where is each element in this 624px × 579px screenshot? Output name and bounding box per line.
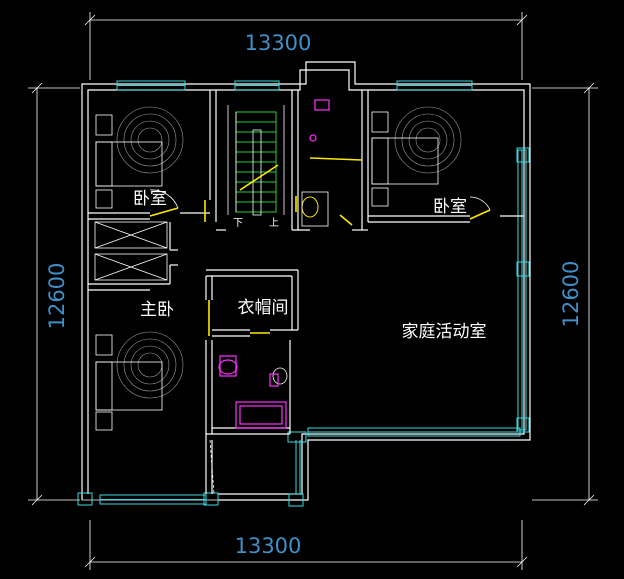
bed-master: [95, 331, 184, 431]
windows: [77, 80, 530, 507]
bottom-dimension: 13300: [84, 520, 528, 570]
room-label-master-bedroom: 主卧: [140, 300, 174, 320]
top-dimension: 13300: [84, 12, 528, 80]
stair-down-label: 下: [233, 218, 243, 229]
bottom-width-label: 13300: [235, 534, 302, 558]
stair-up-label: 上: [269, 217, 279, 229]
room-label-bedroom-nw: 卧室: [133, 189, 167, 209]
room-label-bedroom-ne: 卧室: [433, 197, 467, 217]
room-label-cloakroom: 衣帽间: [238, 298, 289, 318]
room-label-family-room: 家庭活动室: [402, 322, 487, 342]
right-height-label: 12600: [559, 261, 583, 328]
bed-nw: [95, 106, 184, 209]
staircase: 下 上: [227, 105, 285, 229]
bathroom-fixtures: [218, 99, 330, 429]
top-width-label: 13300: [245, 31, 312, 55]
doors: [149, 157, 491, 336]
right-dimension: 12600: [532, 82, 598, 506]
left-dimension: 12600: [28, 82, 80, 506]
bed-ne: [371, 106, 462, 207]
interior-walls: [88, 90, 524, 495]
left-height-label: 12600: [45, 263, 69, 330]
